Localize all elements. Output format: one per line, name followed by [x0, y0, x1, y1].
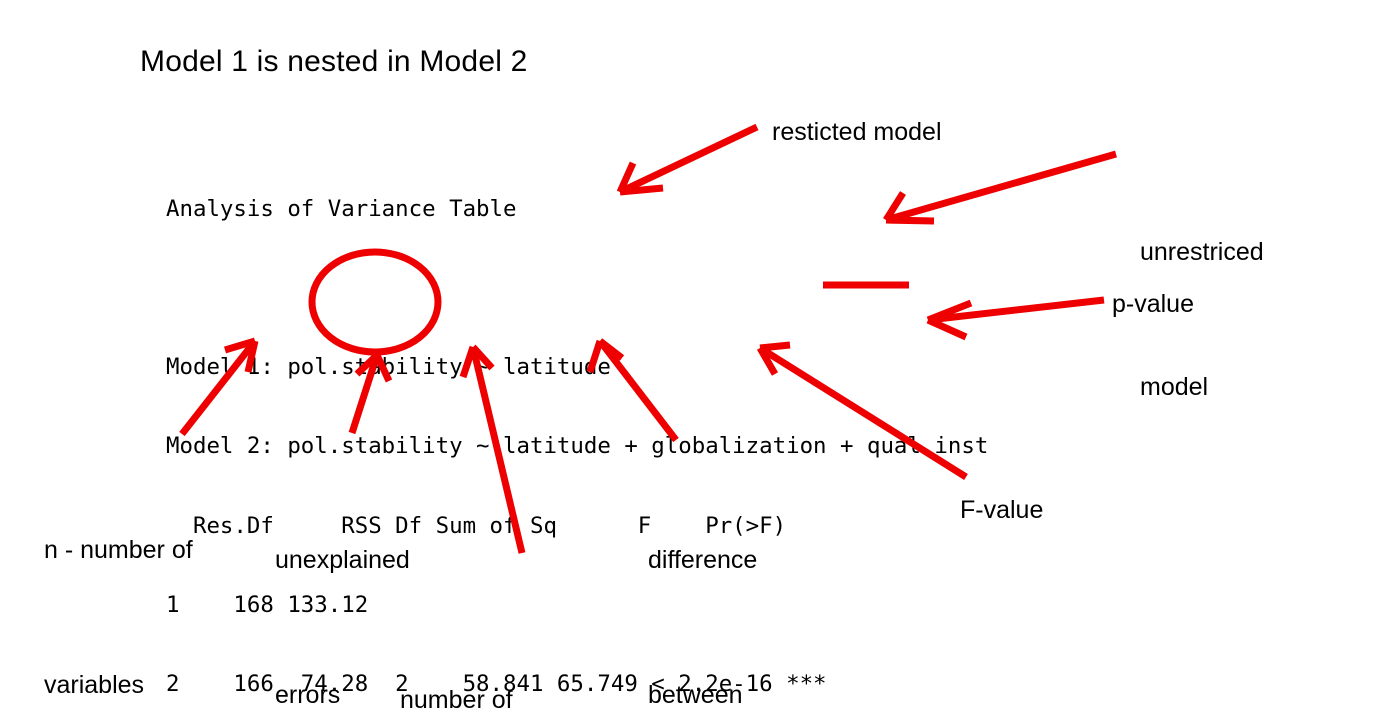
console-line-model1: Model 1: pol.stability ~ latitude	[166, 354, 611, 381]
annotation-unrestricted-model: unrestriced model	[1140, 140, 1264, 500]
console-line-blank	[166, 275, 1002, 301]
console-line-row2: 2 166 74.28 2 58.841 65.749 < 2.2e-16 **…	[166, 671, 827, 698]
annotation-rss-difference-line1: difference	[648, 546, 758, 574]
annotation-unrestricted-model-line1: unrestriced	[1140, 238, 1264, 266]
annotation-n-variables-line1: n - number of	[44, 536, 193, 564]
annotation-n-variables: n - number of variables including interc…	[44, 438, 193, 719]
annotation-f-value: F-value	[960, 496, 1044, 524]
annotation-rss-difference-line2: between	[648, 681, 743, 709]
annotation-n-variables-line2: variables	[44, 671, 145, 699]
page-title: Model 1 is nested in Model 2	[140, 45, 528, 78]
annotation-unexplained-errors-line2: errors	[275, 681, 341, 709]
console-line-row1: 1 168 133.12	[166, 591, 841, 618]
annotation-rss-difference: difference between RSS of models	[648, 448, 815, 719]
annotation-unrestricted-model-line2: model	[1140, 373, 1209, 401]
annotation-restricted-model: resticted model	[772, 118, 942, 146]
annotation-unexplained-errors: unexplained errors	[275, 448, 410, 719]
annotation-added-variables-line1: number of	[400, 686, 513, 714]
console-line-caption: Analysis of Variance Table	[166, 195, 517, 222]
annotation-added-variables: number of added variables	[400, 588, 577, 719]
annotation-unexplained-errors-line1: unexplained	[275, 546, 410, 574]
console-line-header: Res.Df RSS Df Sum of Sq F Pr(>F)	[166, 512, 841, 539]
annotation-p-value: p-value	[1112, 290, 1194, 318]
